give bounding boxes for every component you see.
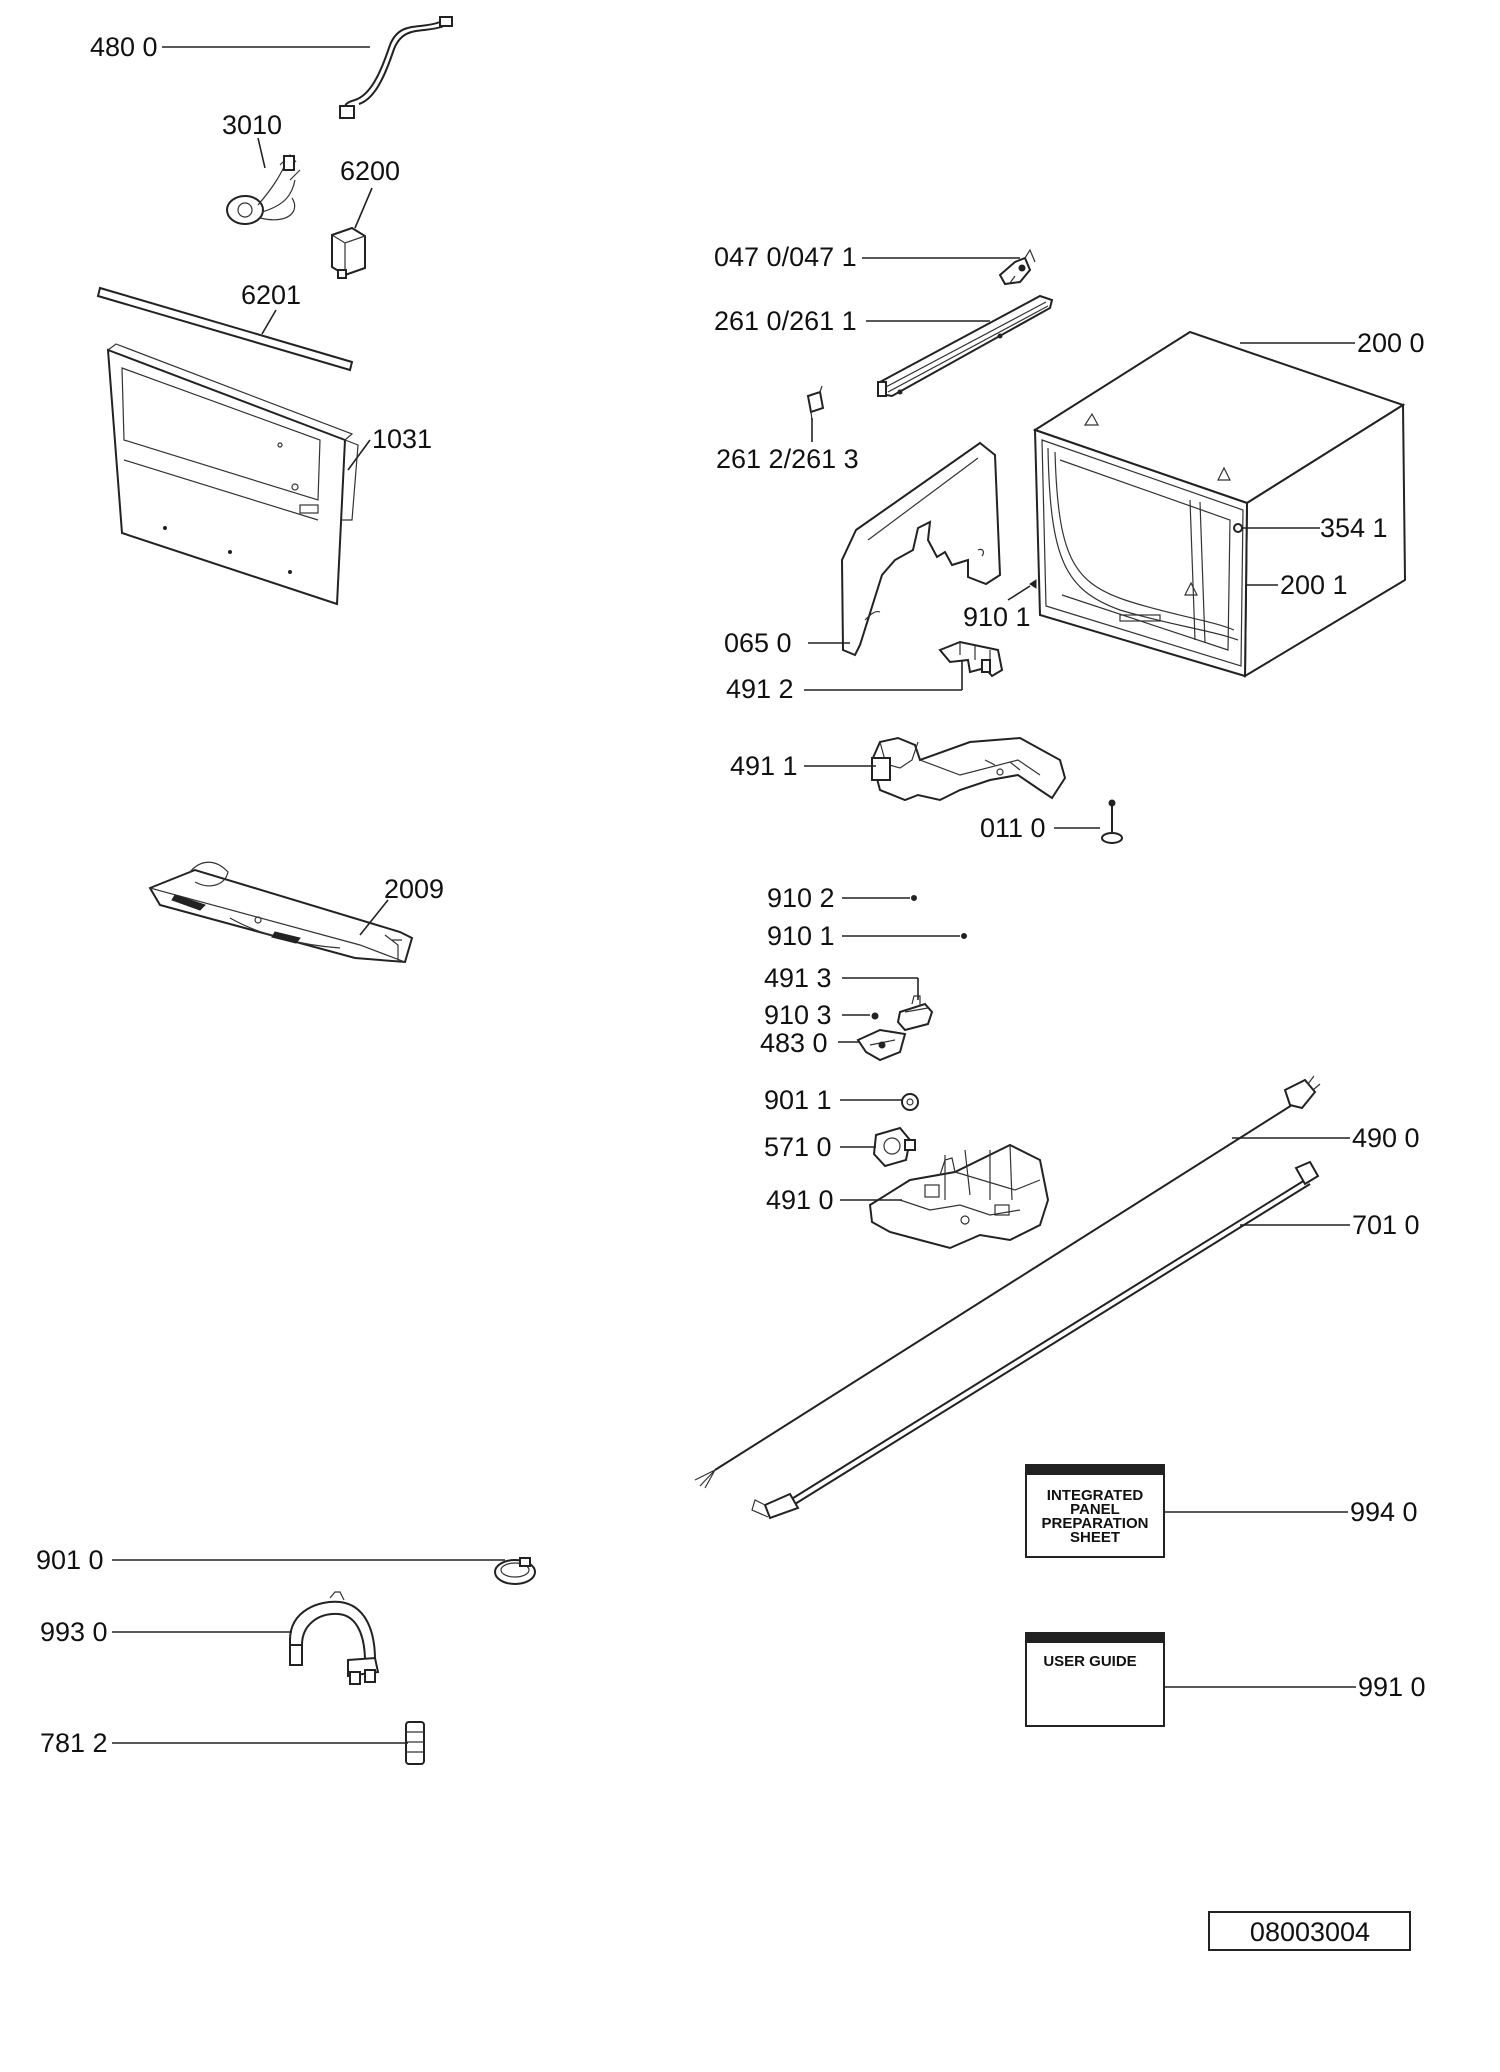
part-2009-base-rail	[148, 861, 414, 964]
doc-user-guide-title: USER GUIDE	[1043, 1653, 1136, 1670]
part-781-2-connector	[405, 1721, 425, 1765]
part-480-0-cable-harness	[339, 16, 453, 119]
part-701-0-inlet-hose	[751, 1160, 1320, 1520]
part-993-0-hose-bracket	[289, 1591, 380, 1685]
label-6201: 6201	[241, 280, 301, 310]
label-910-1-a: 910 1	[963, 602, 1031, 632]
reference-number: 08003004	[1250, 1917, 1370, 1947]
label-571-0: 571 0	[764, 1132, 832, 1162]
doc-panel-line-2: PANEL	[1070, 1501, 1120, 1518]
part-491-1-housing	[870, 736, 1067, 802]
part-200-0-cabinet	[1032, 330, 1407, 678]
part-065-0-insulation	[840, 441, 1002, 657]
part-047-hinge	[998, 248, 1036, 286]
doc-panel-line-1: INTEGRATED	[1047, 1487, 1144, 1504]
part-910-1-screw-a	[1029, 579, 1037, 589]
label-701-0: 701 0	[1352, 1210, 1420, 1240]
label-490-0: 490 0	[1352, 1123, 1420, 1153]
part-910-2-screw	[911, 895, 917, 901]
part-354-1-latch	[1233, 523, 1243, 533]
part-491-3-clip	[896, 995, 934, 1032]
label-491-1: 491 1	[730, 751, 798, 781]
label-261-0: 261 0/261 1	[714, 306, 857, 336]
part-6201-seal-strip	[96, 286, 354, 372]
label-491-3: 491 3	[764, 963, 832, 993]
part-261-2-clip	[806, 385, 825, 421]
part-901-1-ring	[901, 1093, 919, 1111]
part-3010-motor	[226, 154, 301, 225]
label-901-0: 901 0	[36, 1545, 104, 1575]
label-011-0: 011 0	[980, 813, 1046, 843]
label-3010: 3010	[222, 110, 282, 140]
doc-panel-line-4: SHEET	[1070, 1529, 1120, 1546]
label-910-2: 910 2	[767, 883, 835, 913]
label-261-2: 261 2/261 3	[716, 444, 859, 474]
document-panel-preparation-sheet: INTEGRATED PANEL PREPARATION SHEET	[1025, 1464, 1165, 1558]
label-354-1: 354 1	[1320, 513, 1388, 543]
label-200-0: 200 0	[1357, 328, 1425, 358]
label-1031: 1031	[372, 424, 432, 454]
part-1031-panel	[106, 343, 359, 606]
label-065-0: 065 0	[724, 628, 792, 658]
label-994-0: 994 0	[1350, 1497, 1418, 1527]
part-483-0-board	[856, 1028, 907, 1062]
label-047: 047 0/047 1	[714, 242, 857, 272]
label-6200: 6200	[340, 156, 400, 186]
document-user-guide: USER GUIDE	[1025, 1632, 1165, 1727]
part-6200-switch	[331, 226, 366, 279]
label-480-0: 480 0	[90, 32, 158, 62]
label-993-0: 993 0	[40, 1617, 108, 1647]
label-200-1: 200 1	[1280, 570, 1348, 600]
part-910-3-screw	[871, 1012, 879, 1020]
label-991-0: 991 0	[1358, 1672, 1426, 1702]
reference-number-box: 08003004	[1208, 1911, 1411, 1951]
label-483-0: 483 0	[760, 1028, 828, 1058]
part-261-rail	[877, 294, 1054, 398]
part-491-2-bracket	[938, 640, 1004, 678]
label-910-1-b: 910 1	[767, 921, 835, 951]
label-910-3: 910 3	[764, 1000, 832, 1030]
label-491-2: 491 2	[726, 674, 794, 704]
label-901-1: 901 1	[764, 1085, 832, 1115]
label-2009: 2009	[384, 874, 444, 904]
part-491-0-base	[868, 1143, 1050, 1250]
doc-panel-line-3: PREPARATION	[1042, 1515, 1149, 1532]
part-490-0-power-cord	[694, 1075, 1321, 1489]
part-901-0-clamp	[494, 1557, 536, 1585]
label-781-2: 781 2	[40, 1728, 108, 1758]
part-011-0-pin	[1101, 799, 1123, 844]
part-910-1-screw-b	[961, 933, 967, 939]
part-571-0-pump	[872, 1126, 916, 1168]
label-491-0: 491 0	[766, 1185, 834, 1215]
